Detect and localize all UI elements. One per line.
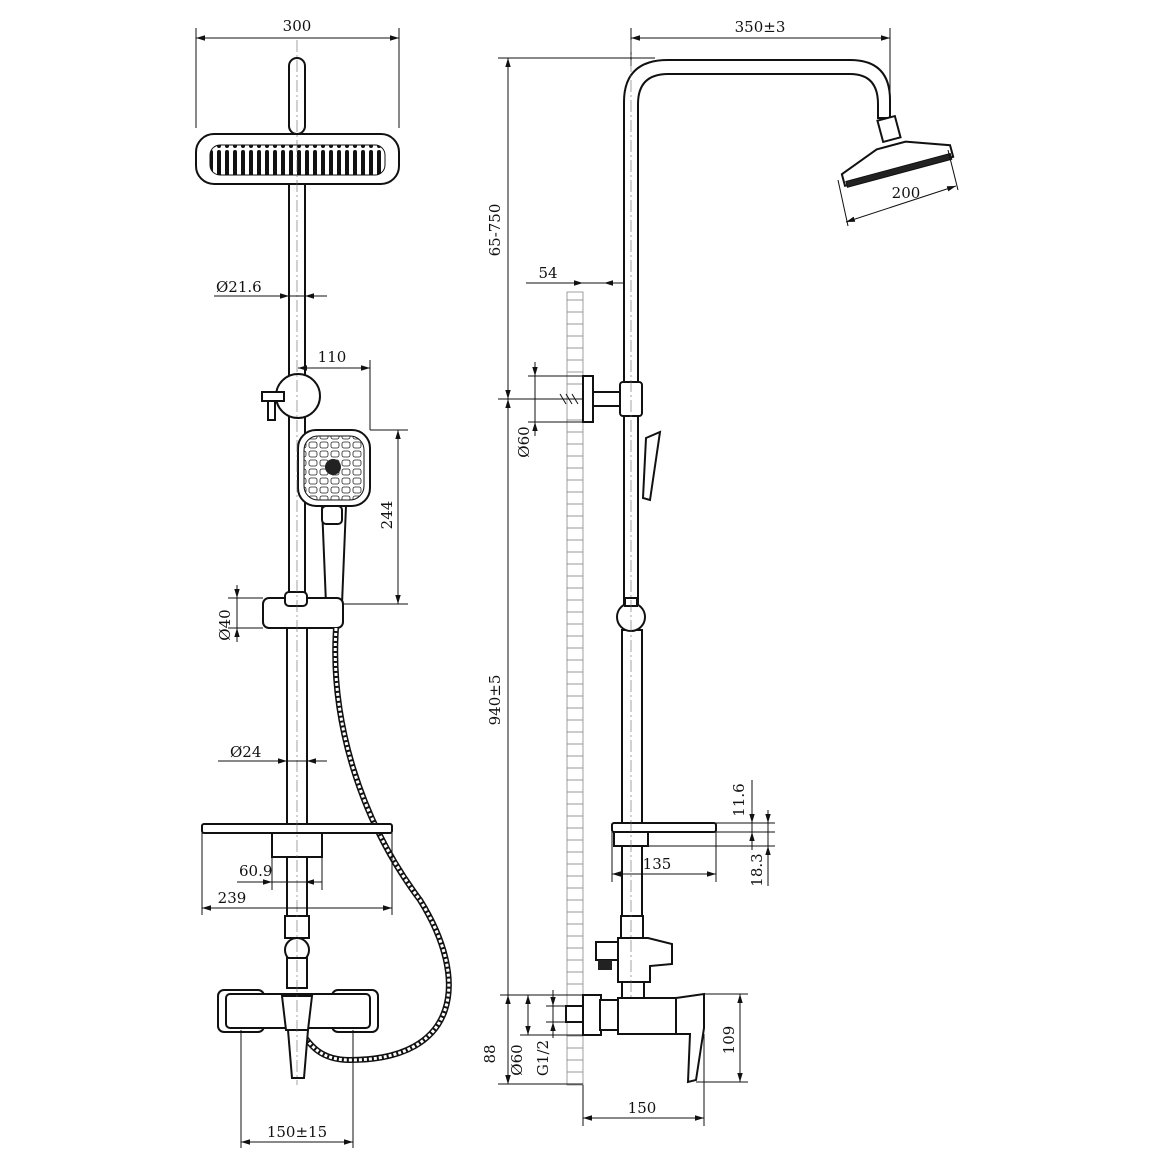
side-shelf xyxy=(611,822,717,833)
head-joint xyxy=(876,114,902,144)
dim-mixer-depth: 150 xyxy=(628,1099,657,1117)
side-diverter-outlet-cap xyxy=(598,960,612,970)
side-inlet-nut xyxy=(599,999,619,1031)
slider-clip xyxy=(284,591,308,607)
front-view: 300 Ø21.6 110 244 Ø40 Ø24 60.9 239 xyxy=(195,17,452,1148)
dim-line-head-diameter xyxy=(845,185,957,223)
side-riser-arm xyxy=(623,59,891,605)
dim-mixer-height: 109 xyxy=(720,1026,738,1055)
hand-shower-side xyxy=(641,430,662,502)
hand-shower-center xyxy=(325,459,341,475)
side-mixer-nut xyxy=(621,981,645,999)
dim-head-diameter: 200 xyxy=(892,184,921,202)
wall-section xyxy=(566,291,584,1086)
rain-head-nozzles xyxy=(209,144,386,176)
dim-shelf-gap: 18.3 xyxy=(748,853,766,886)
side-diverter-outlet xyxy=(595,941,619,961)
dim-upper-pipe: Ø21.6 xyxy=(216,278,262,296)
side-mixer-lever xyxy=(675,992,705,1084)
hand-shower-neck xyxy=(321,505,343,525)
wall-brick-lines xyxy=(567,299,583,1073)
side-riser-nut xyxy=(620,915,644,939)
side-lower-riser xyxy=(621,629,643,921)
dim-shelf-depth: 135 xyxy=(643,855,672,873)
side-inlet-flange xyxy=(582,994,602,1036)
dim-lower-pipe: Ø24 xyxy=(230,743,261,761)
dim-shelf-width: 239 xyxy=(218,889,247,907)
spout xyxy=(286,1029,310,1079)
bracket-knob xyxy=(261,391,285,402)
dim-shelf-thickness: 11.6 xyxy=(730,783,748,816)
dim-total-height: 940±5 xyxy=(486,675,504,726)
dim-hand-height: 244 xyxy=(378,501,396,530)
side-view: 350±3 200 65-750 54 Ø60 940±5 11.6 18.3 xyxy=(481,18,959,1126)
dim-shelf-offset: 60.9 xyxy=(239,862,272,880)
side-diverter xyxy=(617,937,673,983)
dim-wall-flange: Ø60 xyxy=(515,426,533,457)
dim-inlet-flange: Ø60 xyxy=(508,1044,526,1075)
side-wall-plate xyxy=(582,375,594,423)
dim-hand-offset: 110 xyxy=(318,348,347,366)
dim-centers: 150±15 xyxy=(267,1123,327,1141)
dim-inlet-height: 88 xyxy=(481,1044,499,1063)
dim-inlet-thread: G1/2 xyxy=(534,1040,552,1076)
dim-wall-offset: 54 xyxy=(538,264,557,282)
side-inlet-stub xyxy=(565,1005,584,1023)
dim-slider: Ø40 xyxy=(216,609,234,640)
dim-head-width: 300 xyxy=(283,17,312,35)
side-anchor-screw xyxy=(555,393,583,405)
dim-adjust-range: 65-750 xyxy=(486,204,504,257)
side-mixer-body xyxy=(617,997,677,1035)
dim-arm-reach: 350±3 xyxy=(735,18,786,36)
